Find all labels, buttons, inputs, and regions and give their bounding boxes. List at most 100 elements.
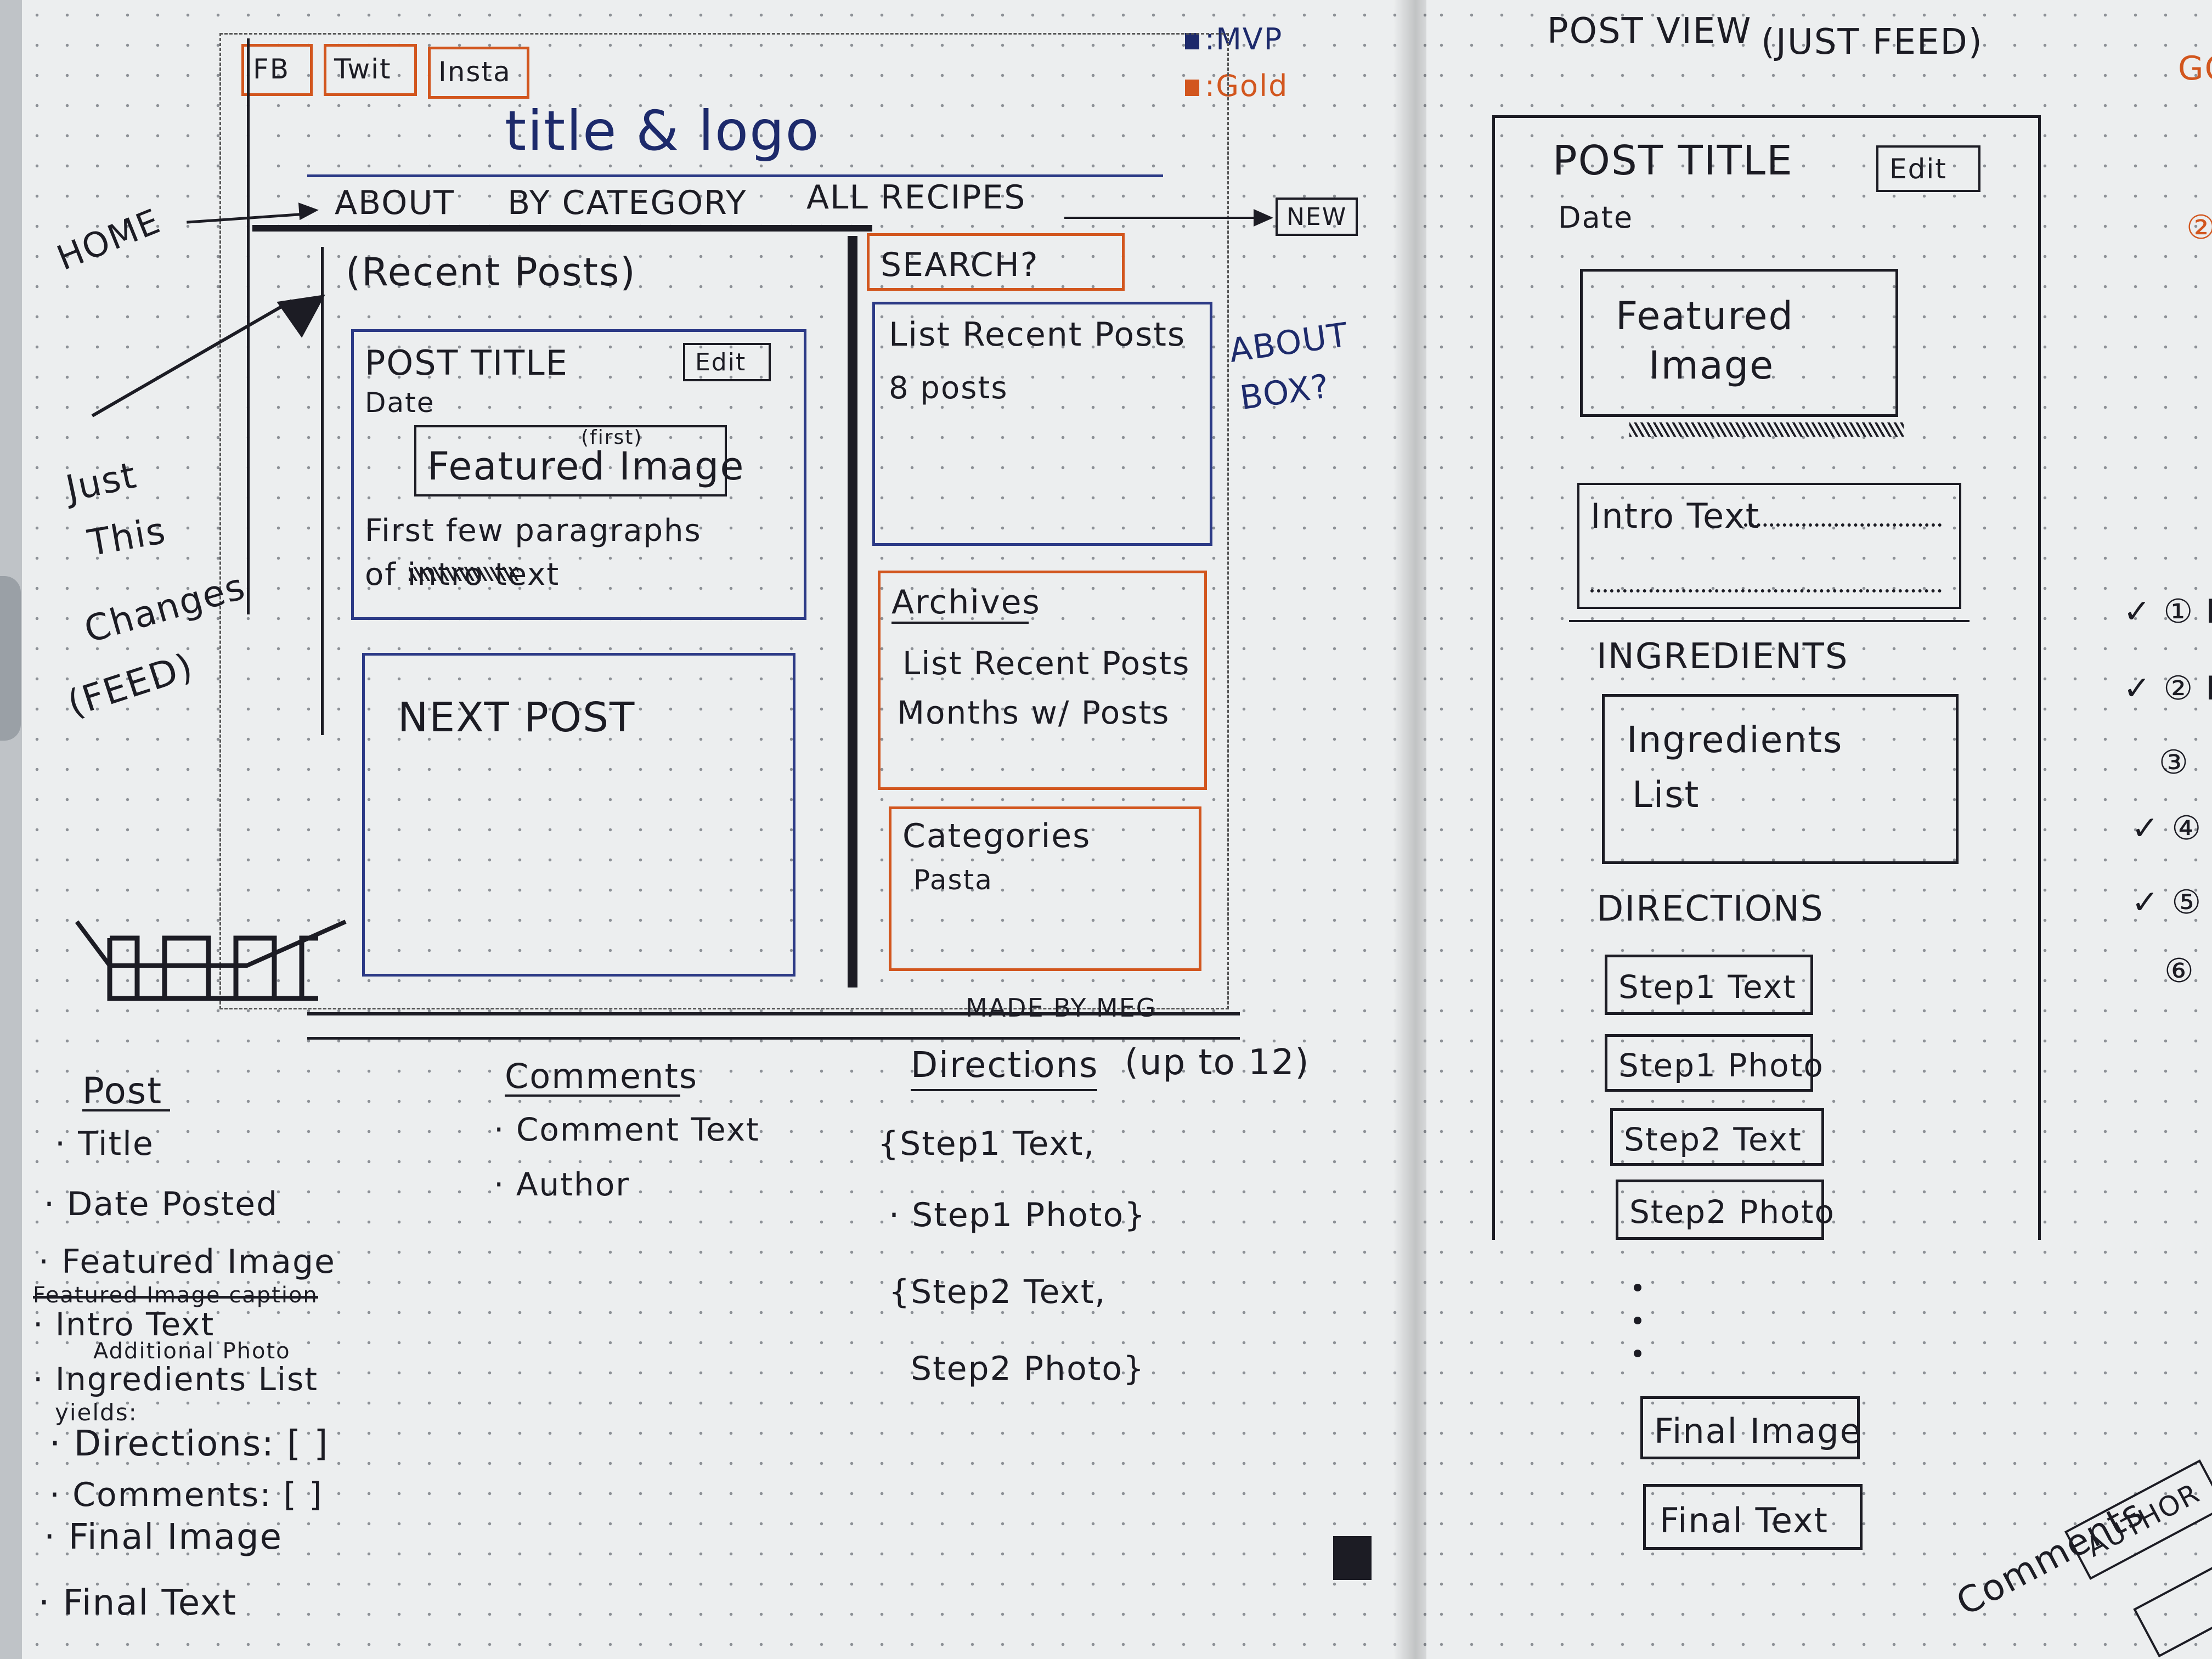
intro-underline [1569,620,1970,622]
intro-dots-line1 [1744,523,1942,527]
direction-fields-heading: Directions [911,1045,1099,1086]
feed-left-rule [321,247,324,735]
insta-button[interactable]: Insta [428,47,529,99]
comment-fields-heading: Comments [505,1056,698,1096]
final-image-box: Final Image [1640,1396,1862,1459]
post-view-heading: POST VIEW [1547,11,1752,52]
annotation-feed: (FEED) [62,645,199,725]
nav-by-category[interactable]: BY CATEGORY [507,184,747,222]
home-arrow-head [298,201,320,221]
next-post-card[interactable]: NEXT POST [362,653,795,977]
search-label: SEARCH? [881,246,1039,284]
gold-swatch [1185,80,1199,97]
twit-button[interactable]: Twit [324,44,417,96]
categories-item: Pasta [913,864,993,896]
field-final-text: · Final Text [38,1583,237,1623]
author-box: AUTHOR [2064,1459,2212,1580]
continuation-dot-3 [1634,1350,1641,1357]
post-card[interactable]: POST TITLE Edit Date (first) Featured Im… [351,329,806,620]
checklist-letter-1: H [2205,592,2212,631]
continuation-dot-2 [1634,1317,1641,1324]
excerpt-scribble [409,567,518,581]
annotation-this: This [84,509,170,565]
field-featured-caption: Featured Image caption [33,1283,318,1308]
checklist-item-4: ✓ ④ [2131,809,2203,848]
new-badge-label: NEW [1286,203,1347,231]
step1-photo-box: Step1 Photo [1605,1034,1823,1092]
finger-shadow [0,576,21,741]
comment-field-author-value: Author [516,1166,630,1203]
notebook-left-page: :MVP :Gold FB Twit Insta title & logo AB… [22,0,1426,1659]
battlement-doodle [75,919,347,1001]
step2-photo-box: Step2 Photo [1616,1180,1834,1240]
featured-image-label: Featured Image [427,444,745,489]
caption-strike [33,1295,318,1299]
nav-all-recipes[interactable]: ALL RECIPES [806,178,1026,217]
direction-step1-photo: · Step1 Photo} [889,1196,1147,1234]
post-edit-button[interactable]: Edit [683,343,771,381]
ingredients-label: INGREDIENTS [1596,636,1849,677]
final-text-box: Final Text [1643,1484,1863,1550]
site-title-logo: title & logo [505,99,820,163]
post-view-featured-line1: Featured [1616,294,1794,338]
archives-underline [891,622,1029,624]
direction-step2-text: {Step2 Text, [889,1273,1107,1311]
step2-text-box: Step2 Text [1610,1108,1824,1166]
field-final-image-text: Final Image [68,1517,283,1558]
orange-circled-2: ② [2186,208,2212,247]
field-additional-photo: Additional Photo [93,1339,291,1364]
direction-fields-note: (up to 12) [1125,1042,1310,1083]
post-view-edit-button[interactable]: Edit [1876,145,1980,192]
direction-step2-photo: Step2 Photo} [911,1350,1146,1388]
final-text-label: Final Text [1660,1500,1829,1541]
field-ingredients-list: · Ingredients List [33,1361,318,1398]
annotation-just: Just [62,454,141,510]
checklist-item-6: ⑥ [2164,952,2195,990]
final-image-label: Final Image [1654,1411,1862,1451]
step1-photo-label: Step1 Photo [1618,1047,1824,1084]
frame-left-rule [247,38,250,614]
legend-mvp-label: :MVP [1205,22,1283,57]
featured-first-note: (first) [581,426,643,449]
search-box[interactable]: SEARCH? [867,233,1125,291]
field-final-text-text: Final Text [63,1583,237,1623]
twit-label: Twit [334,53,392,85]
mvp-swatch [1185,33,1199,50]
legend-gold-label: :Gold [1205,69,1289,103]
post-date: Date [365,387,435,419]
direction-step1-text: {Step1 Text, [878,1125,1096,1163]
step1-text-label: Step1 Text [1618,968,1797,1006]
post-view-featured-line2: Image [1649,343,1775,388]
next-post-label: NEXT POST [398,694,636,741]
fb-button[interactable]: FB [241,44,313,96]
field-featured-image: · Featured Image [38,1243,336,1281]
step1-text-box: Step1 Text [1605,955,1813,1015]
new-arrow-head [1254,209,1273,227]
post-fields-underline [82,1109,170,1111]
field-ingredients-list-text: Ingredients List [55,1361,318,1398]
step2-text-label: Step2 Text [1624,1121,1802,1158]
archives-line1: List Recent Posts [902,645,1190,682]
post-excerpt-line1: First few paragraphs [365,513,702,549]
checklist-item-1: ✓ ① H [2123,592,2212,631]
post-title: POST TITLE [365,343,568,383]
field-intro-text: · Intro Text [33,1306,215,1343]
field-date-posted-text: Date Posted [67,1185,279,1223]
step2-photo-label: Step2 Photo [1629,1193,1835,1231]
sidebar-recent-count: 8 posts [889,370,1008,406]
recent-posts-label: (Recent Posts) [346,250,636,295]
comment-fields-underline [505,1094,680,1097]
nav-about[interactable]: ABOUT [335,184,455,222]
sidebar-recent-title: List Recent Posts [889,315,1186,354]
continuation-dot-1 [1634,1284,1641,1291]
field-yields: yields: [55,1399,138,1426]
post-view-frame [1492,115,2041,1240]
post-fields-heading: Post [82,1070,163,1112]
nav-rule [252,225,872,232]
about-box-line1: ABOUT [1227,315,1351,370]
footer-made-by: MADE BY MEG [966,993,1157,1023]
post-view-title: POST TITLE [1553,137,1793,184]
post-edit-label: Edit [695,348,747,376]
featured-caption-scribble [1629,422,1904,437]
field-title: · Title [55,1125,154,1163]
